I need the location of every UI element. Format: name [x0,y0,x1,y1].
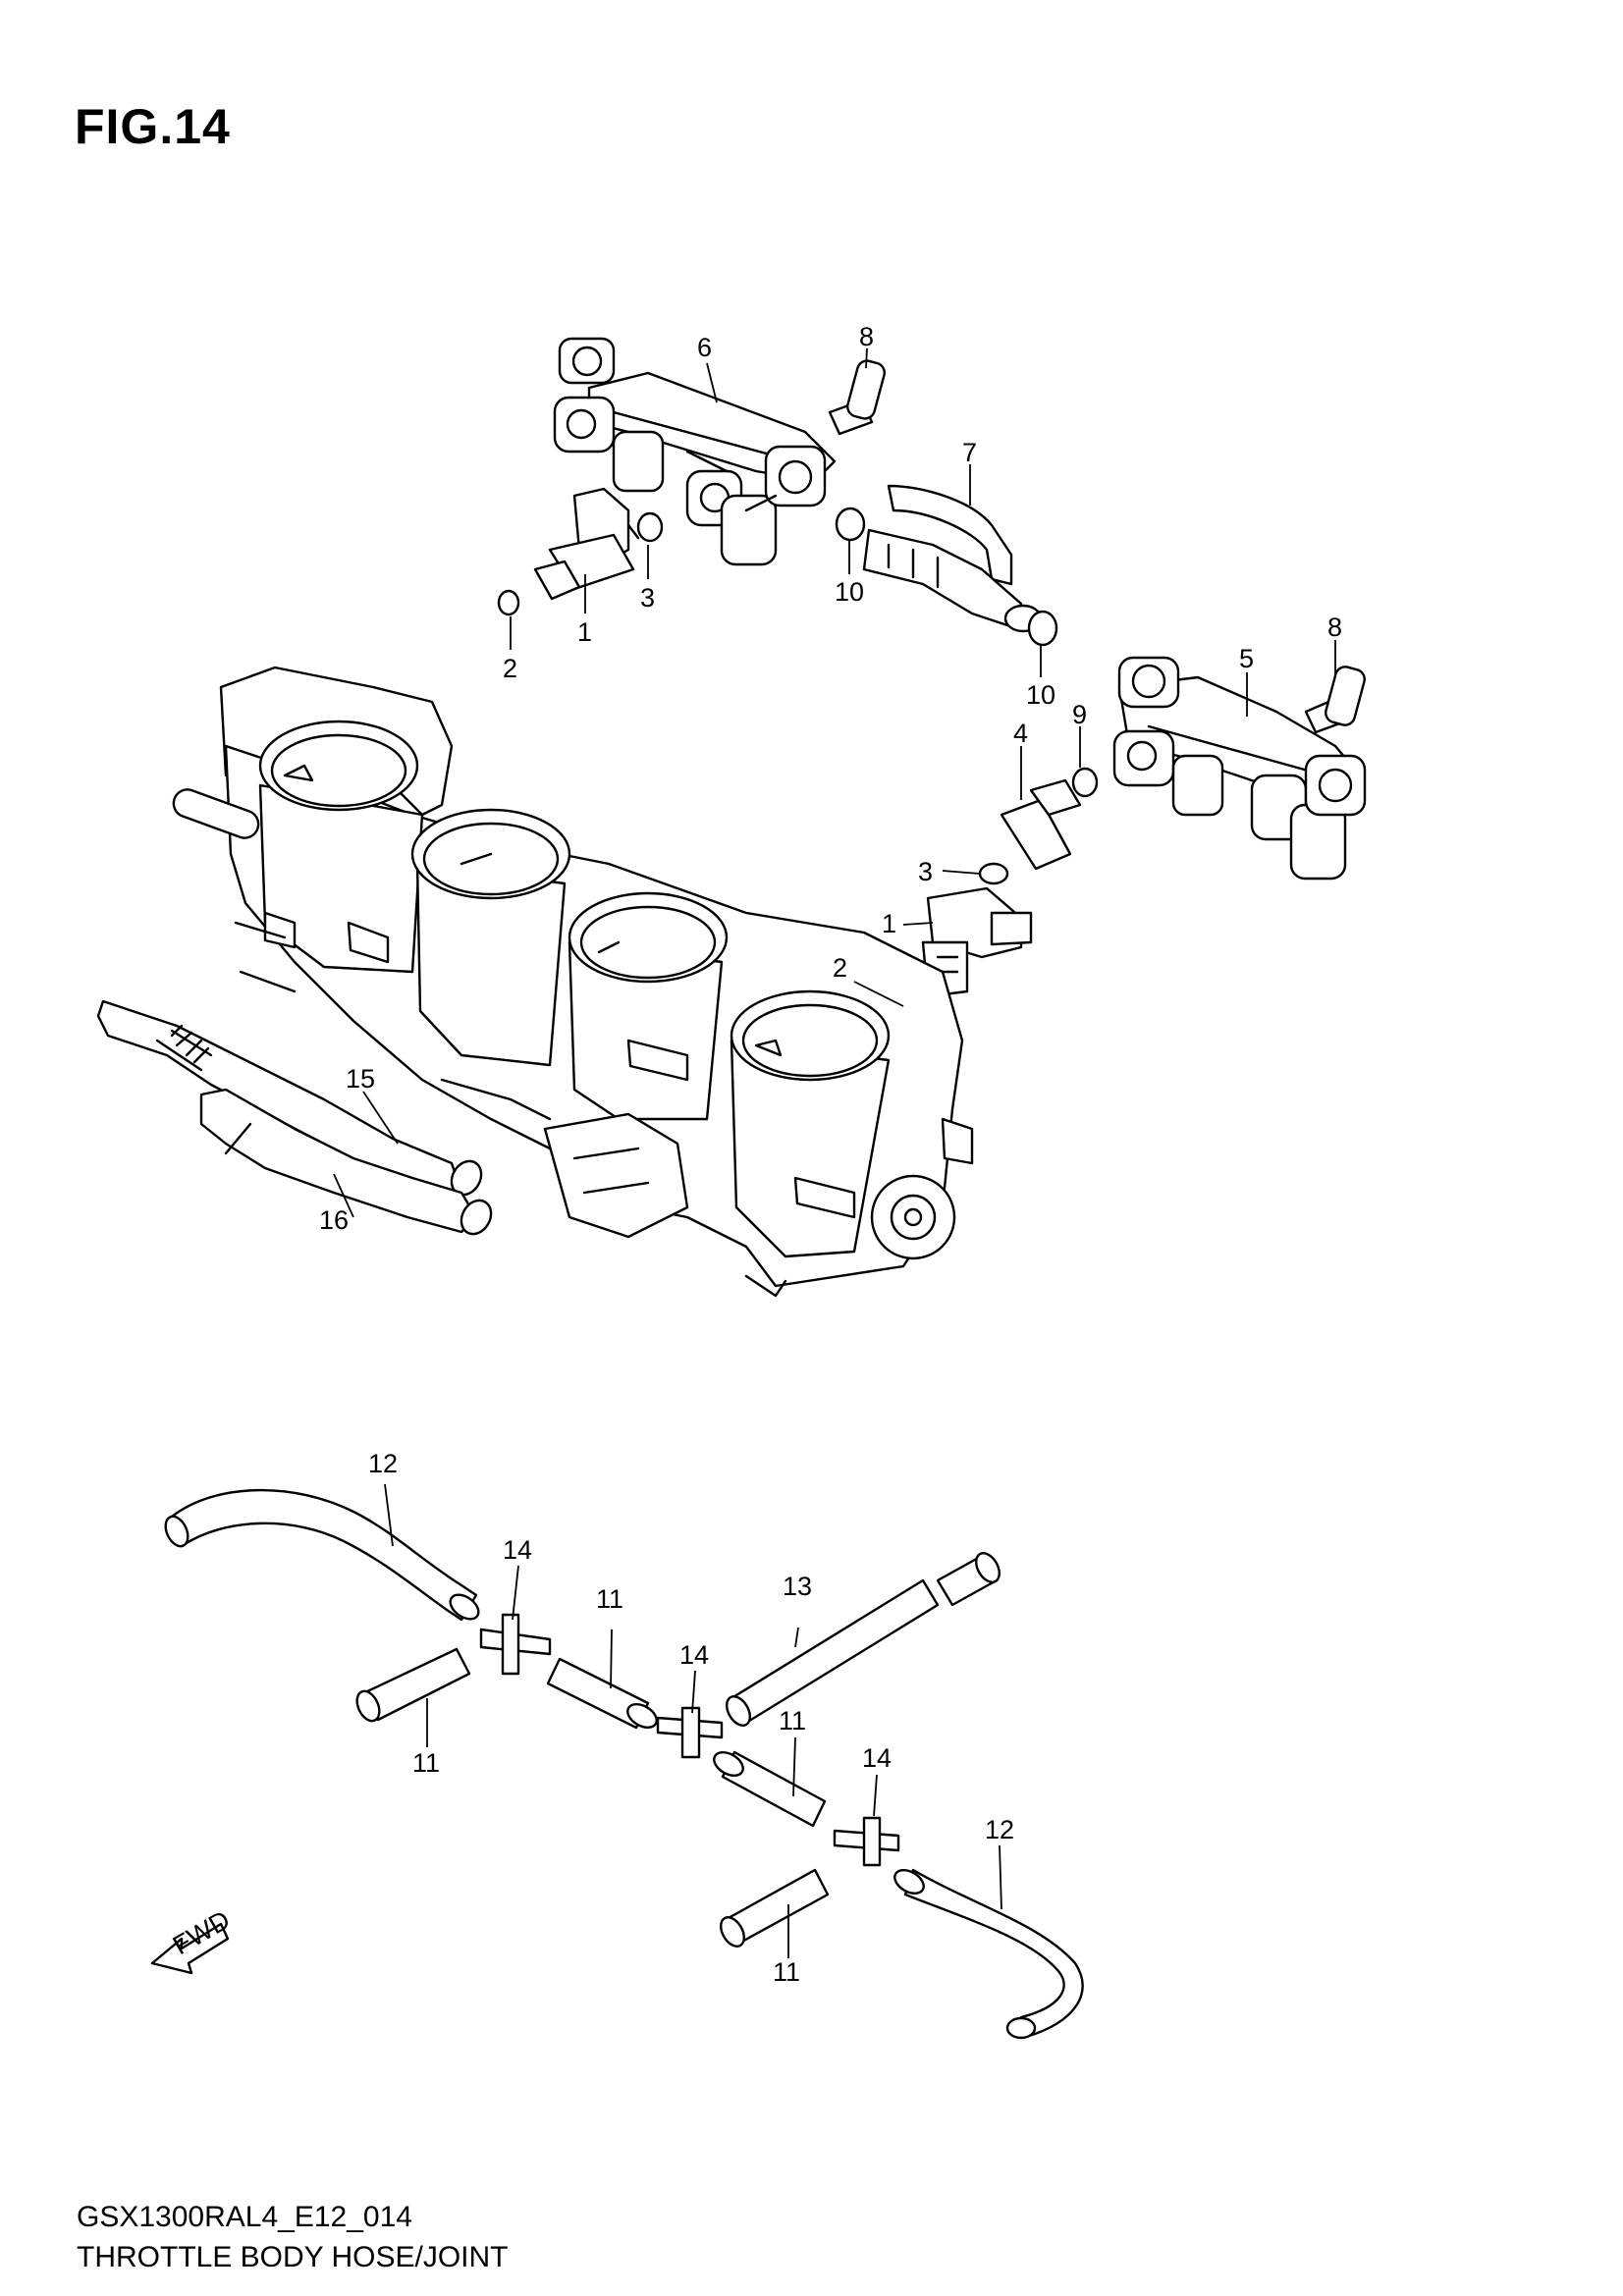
callout-11-middle: 11 [596,1584,623,1614]
forward-direction-arrow: FWD [150,1904,235,1975]
callout-3-upper: 3 [640,583,655,613]
callout-5: 5 [1239,644,1254,673]
o-ring-3b [978,862,1009,885]
callout-11-bottom: 11 [773,1957,800,1987]
hose-13 [730,1578,940,1725]
t-joint-14b [656,1706,724,1759]
diagram-description: THROTTLE BODY HOSE/JOINT [77,2241,509,2273]
callout-10-upper: 10 [835,577,864,607]
figure-title: FIG.14 [75,99,231,154]
callout-8-right: 8 [1327,613,1342,642]
bolt-right-8 [1304,666,1366,734]
callout-2-upper: 2 [503,654,517,683]
fuel-delivery-pipe-5 [1112,656,1367,881]
callout-14-c: 14 [862,1743,892,1773]
o-ring-9 [1071,767,1099,798]
hose-11-middle [546,1657,650,1730]
diagram-code: GSX1300RAL4_E12_014 [77,2201,412,2233]
throttle-body-assembly [96,666,974,1298]
callout-11-left: 11 [412,1748,440,1778]
fuel-joint-pipe-7 [862,484,1043,633]
callout-11-right: 11 [779,1706,806,1735]
callout-4: 4 [1013,719,1028,748]
callout-12-lower: 12 [985,1815,1014,1844]
t-joint-14c [833,1816,900,1867]
t-joint-14a [479,1613,552,1676]
callout-3-lower: 3 [918,857,933,886]
hose-12-lower [903,1868,1084,2039]
callout-15: 15 [346,1064,375,1094]
callout-14-b: 14 [679,1640,709,1670]
callout-7: 7 [962,438,977,467]
callout-14-a: 14 [503,1535,532,1565]
callout-12-upper: 12 [368,1449,398,1478]
cushion-upper-2 [497,589,520,616]
o-ring-10a [835,507,866,542]
callout-10-lower: 10 [1026,680,1055,710]
callout-2-lower: 2 [833,953,847,983]
callout-16: 16 [319,1205,349,1235]
callouts: 6 8 7 3 10 1 2 10 8 5 9 4 3 1 2 15 16 12… [319,322,1342,1987]
callout-9: 9 [1072,700,1087,729]
leader-lines [333,347,1336,1958]
bolt-upper-8 [828,359,886,436]
callout-8-upper: 8 [859,322,874,351]
fuel-injector-upper-1 [533,487,640,601]
callout-1-lower: 1 [882,909,896,938]
callout-6: 6 [697,333,712,362]
fuel-delivery-pipe-6 [553,337,837,566]
joint-4 [1000,778,1082,871]
o-ring-10b [1027,610,1058,647]
callout-13: 13 [783,1572,812,1601]
callout-1-upper: 1 [577,617,592,647]
hose-12-upper [170,1488,478,1622]
o-ring-upper-3 [636,511,664,543]
